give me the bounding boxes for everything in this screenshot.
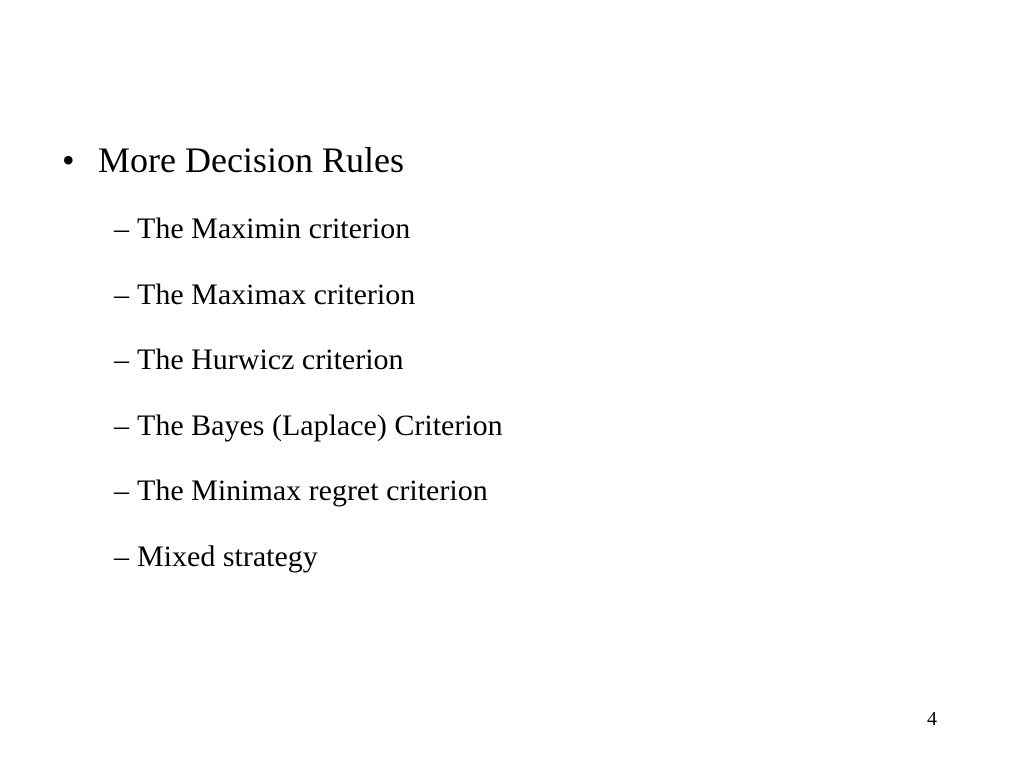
main-bullet-item: • More Decision Rules: [62, 138, 404, 182]
dash-icon: –: [114, 408, 129, 442]
dash-icon: –: [114, 277, 129, 311]
slide-number: 4: [927, 708, 937, 730]
sub-bullet-text: The Hurwicz criterion: [137, 343, 404, 377]
sub-bullet-text: The Maximax criterion: [137, 277, 416, 311]
dash-icon: –: [114, 539, 129, 573]
dash-icon: –: [114, 343, 129, 377]
sub-bullet-item: –The Maximax criterion: [114, 276, 503, 342]
sub-bullet-list: –The Maximin criterion –The Maximax crit…: [114, 210, 503, 604]
sub-bullet-item: –The Hurwicz criterion: [114, 341, 503, 407]
sub-bullet-item: –The Maximin criterion: [114, 210, 503, 276]
sub-bullet-text: The Maximin criterion: [137, 212, 411, 245]
sub-bullet-item: –The Bayes (Laplace) Criterion: [114, 407, 503, 473]
sub-bullet-text: The Bayes (Laplace) Criterion: [137, 408, 503, 442]
sub-bullet-text: Mixed strategy: [137, 539, 318, 573]
sub-bullet-item: –The Minimax regret criterion: [114, 472, 503, 538]
sub-bullet-item: –Mixed strategy: [114, 538, 503, 604]
main-bullet-text: More Decision Rules: [98, 140, 404, 180]
bullet-icon: •: [62, 140, 75, 180]
dash-icon: –: [114, 212, 129, 245]
dash-icon: –: [114, 474, 129, 508]
sub-bullet-text: The Minimax regret criterion: [137, 474, 488, 508]
